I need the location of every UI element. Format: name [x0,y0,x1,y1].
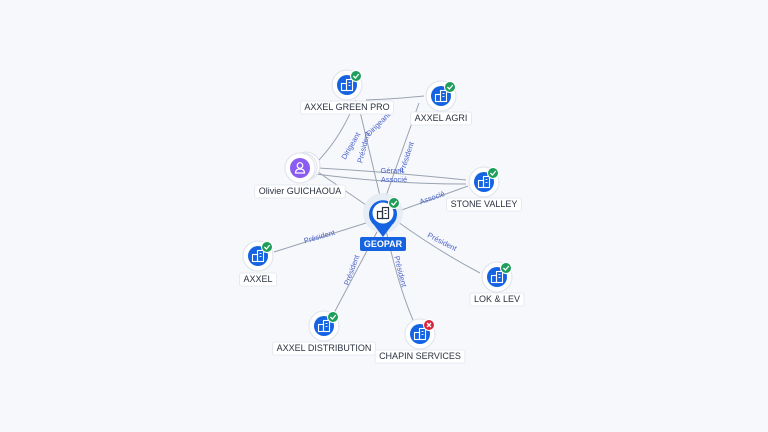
node-axxel[interactable]: AXXEL [239,240,277,287]
check-badge-icon [327,311,339,323]
node-stone-valley[interactable]: STONE VALLEY [446,166,522,212]
node-chapin-services[interactable]: CHAPIN SERVICES [374,318,466,364]
edge-label: Associé [381,175,407,184]
check-badge-icon [350,70,362,82]
node-label: AXXEL AGRI [415,113,468,123]
edge-olivier-guichaoua-stone-valley [315,173,467,185]
check-badge-icon [444,81,456,93]
node-label: LOK & LEV [474,294,520,304]
node-axxel-distribution[interactable]: AXXEL DISTRIBUTION [272,310,376,356]
edge-label: Gérant [381,166,405,175]
edge-olivier-guichaoua-stone-valley [317,167,467,181]
edge-label: Président [342,253,362,287]
node-label: AXXEL [243,274,272,284]
node-axxel-green-pro[interactable]: AXXEL GREEN PRO [299,69,395,115]
edge-label: Président [426,231,459,254]
edge-label: Président [392,255,409,289]
node-label: CHAPIN SERVICES [379,351,461,361]
node-label: AXXEL DISTRIBUTION [277,343,372,353]
node-lok-lev[interactable]: LOK & LEV [469,261,525,307]
edge-axxel-green-pro-axxel-agri [365,95,425,101]
node-label: AXXEL GREEN PRO [304,102,389,112]
node-olivier-guichaoua[interactable]: Olivier GUICHAOUA [254,151,346,199]
check-badge-icon [388,197,400,209]
person-icon [294,162,306,174]
node-center-geopar[interactable]: GEOPAR [360,193,406,251]
edge-label: Associé [418,189,446,206]
closed-badge-icon [423,319,435,331]
edge-label: Président [303,228,337,246]
edge-center-stone-valley [398,185,469,212]
edge-center-axxel [273,222,367,253]
check-badge-icon [487,167,499,179]
node-label: Olivier GUICHAOUA [259,186,342,196]
center-label: GEOPAR [364,239,403,249]
check-badge-icon [261,241,273,253]
node-label: STONE VALLEY [451,199,518,209]
node-axxel-agri[interactable]: AXXEL AGRI [410,80,472,126]
edge-center-lok-lev [397,221,481,274]
check-badge-icon [500,262,512,274]
